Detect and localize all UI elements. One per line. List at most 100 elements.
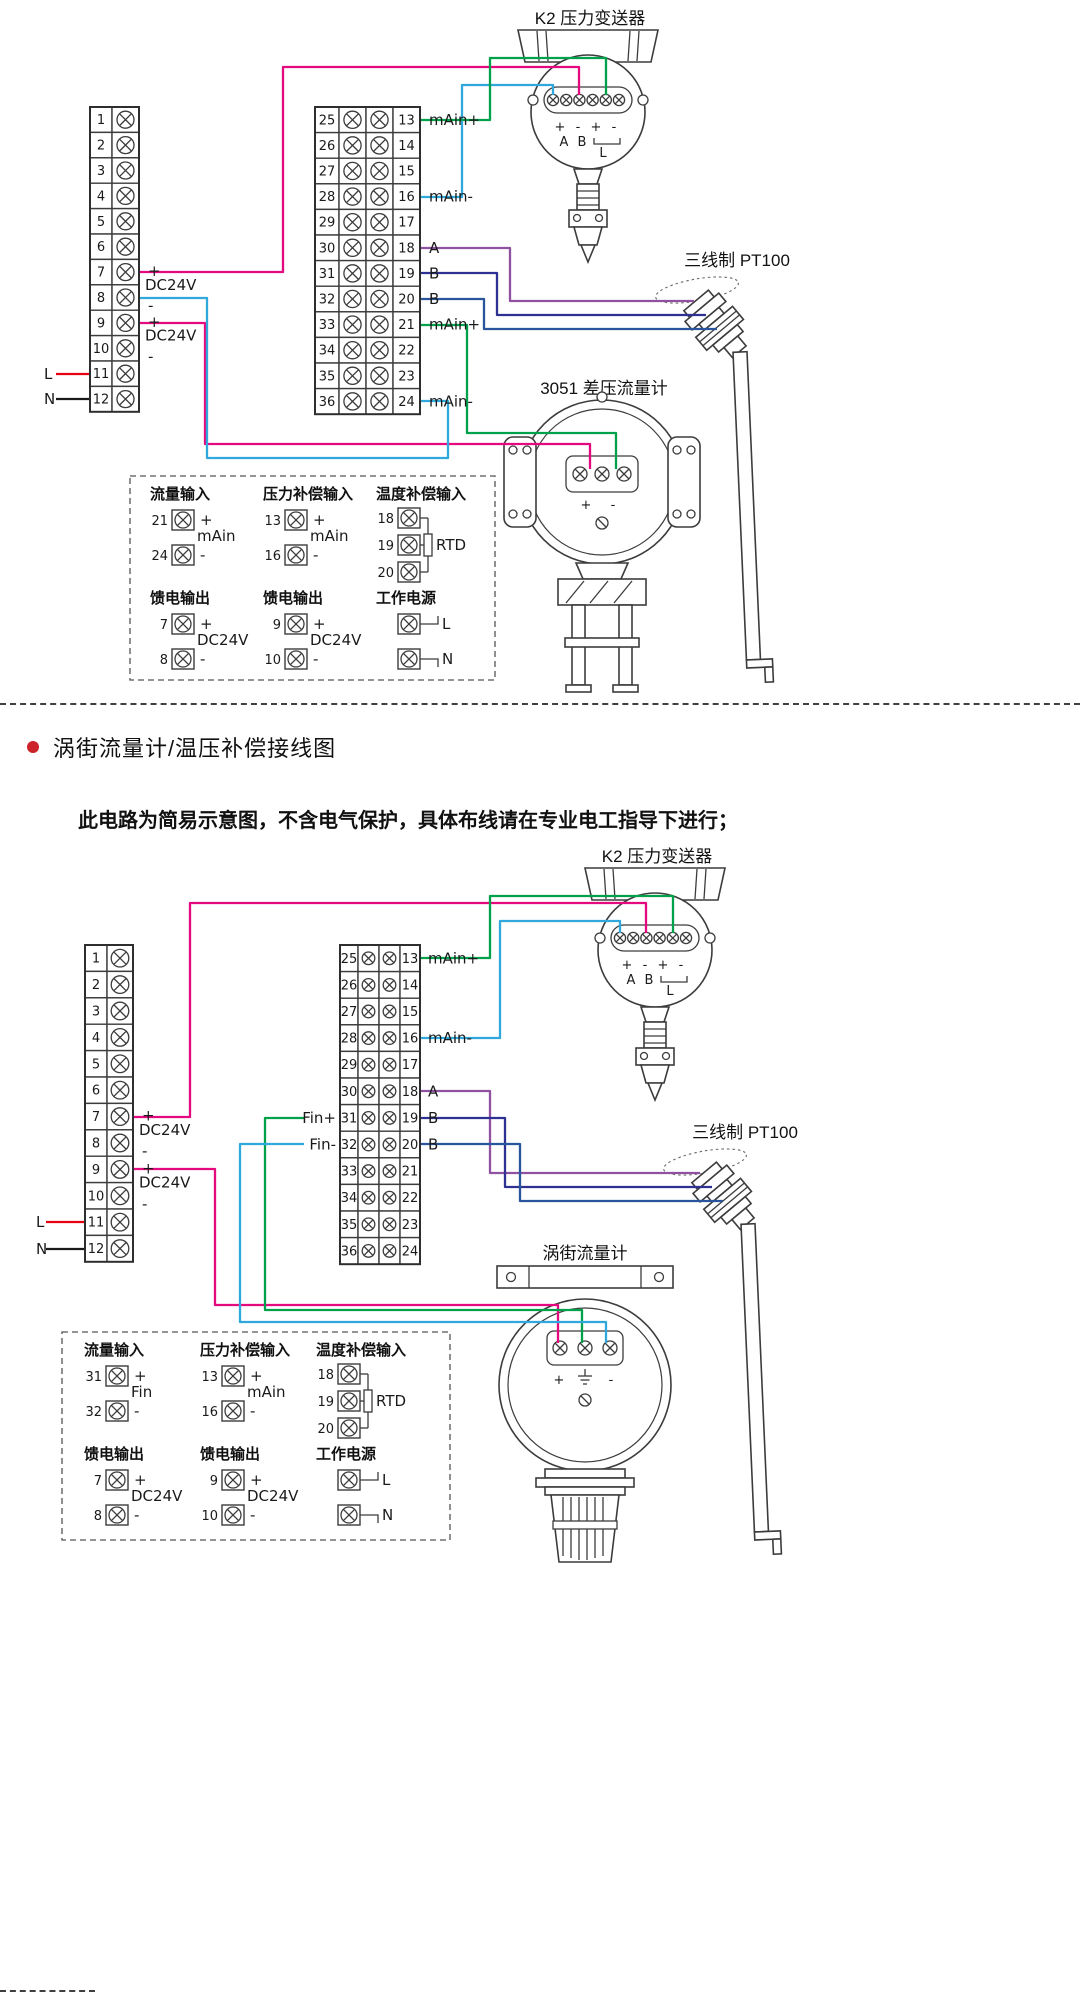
dp-minus-label: -: [611, 498, 616, 513]
vortex-plus-label: +: [554, 1373, 565, 1388]
legend-mid-label: DC24V: [310, 631, 362, 649]
vortex-wiring-diagram: 涡街流量计 + -: [36, 846, 799, 1563]
terminal-screw: [343, 212, 362, 232]
terminal-number: 36: [319, 395, 336, 410]
terminal-number: 3: [97, 164, 105, 179]
shape: [227, 1405, 239, 1417]
rtd-label: RTD: [376, 1392, 406, 1410]
terminal-screw: [224, 1506, 242, 1524]
terminal-screw: [382, 1110, 397, 1125]
terminal-screw: [552, 1340, 568, 1356]
terminal-number: 15: [398, 165, 415, 180]
wire-k2-to-main-minus: [419, 83, 555, 199]
dc-plus-label: +: [148, 262, 161, 280]
terminal-screw: [110, 1186, 130, 1206]
terminal-number: 14: [398, 139, 415, 154]
shape: [119, 215, 132, 228]
terminal-number: 14: [402, 978, 419, 993]
terminal-screw: [108, 1367, 126, 1385]
shape: [113, 1162, 127, 1176]
terminal-screw: [116, 237, 135, 256]
legend-terminal-suffix: -: [313, 650, 318, 668]
wire-k2-to-main-plus: [420, 894, 675, 960]
terminal-number: 19: [402, 1111, 419, 1126]
vortex-minus-label: -: [609, 1373, 614, 1388]
terminal-screw: [116, 339, 135, 358]
terminal-screw: [400, 536, 418, 554]
shape: [227, 1474, 239, 1486]
legend-terminal-number: 32: [85, 1405, 102, 1420]
terminal-screw: [577, 1340, 593, 1356]
shape: [343, 1422, 355, 1434]
row-label: mAin+: [429, 111, 480, 129]
rtd-label: RTD: [436, 536, 466, 554]
terminal-screw: [343, 238, 362, 258]
terminal-screw: [594, 466, 610, 482]
terminal-screw: [108, 1471, 126, 1489]
wire-pt100-a: [420, 1089, 700, 1175]
legend-terminal-suffix: +: [134, 1471, 147, 1489]
row-label: mAin-: [428, 1029, 472, 1047]
wire-dc24v-to-k2: [133, 901, 648, 1119]
wire-dc24v-to-vortex: [133, 1167, 560, 1343]
terminal-number: 19: [398, 267, 415, 282]
shape: [373, 318, 386, 331]
terminal-number: 33: [319, 318, 336, 333]
terminal-number: 36: [341, 1244, 358, 1259]
shape: [113, 1083, 127, 1097]
wire-dp-to-main-plus: [419, 323, 618, 469]
legend-group-title: 流量输入: [84, 1341, 144, 1359]
terminal-screw: [400, 650, 418, 668]
neutral-label: N: [44, 390, 55, 408]
dp-flowmeter-title: 3051 差压流量计: [540, 379, 668, 398]
terminal-number: 22: [402, 1191, 419, 1206]
row-label: B: [429, 264, 439, 282]
terminal-screw: [370, 340, 389, 360]
shape: [373, 215, 386, 229]
legend-terminal-suffix: +: [250, 1367, 263, 1385]
shape: [360, 1514, 379, 1523]
shape: [346, 267, 359, 280]
shape: [360, 1472, 379, 1481]
terminal-screw: [116, 135, 135, 155]
legend-group-title: 馈电输出: [199, 1445, 260, 1463]
terminal-screw: [340, 1419, 358, 1437]
wire-pt100-b1: [419, 271, 706, 317]
legend-terminal-number: 10: [201, 1509, 218, 1524]
terminal-screw: [343, 392, 362, 411]
terminal-screw: [343, 187, 362, 206]
terminal-screw: [287, 511, 305, 529]
vortex-flowmeter: 涡街流量计 + -: [496, 1244, 674, 1563]
legend-terminal-number: 16: [201, 1405, 218, 1420]
terminal-number: 28: [319, 190, 336, 205]
legend-terminal-suffix: +: [134, 1367, 147, 1385]
shape: [363, 1219, 374, 1230]
legend-terminal-number: 8: [94, 1509, 102, 1524]
shape: [290, 618, 302, 630]
terminal-screw: [370, 289, 389, 309]
shape: [363, 953, 374, 964]
terminal-number: 2: [97, 139, 105, 154]
dc-plus-label: +: [142, 1159, 155, 1177]
dc24v-label: DC24V: [145, 276, 197, 294]
shape: [113, 1215, 127, 1229]
dp-plus-label: +: [581, 498, 592, 513]
terminal-number: 31: [341, 1111, 358, 1126]
legend-terminal-number: 19: [377, 539, 394, 554]
legend: 流量输入21+mAin24-压力补偿输入13+mAin16-温度补偿输入1819…: [129, 475, 496, 681]
terminal-screw: [382, 951, 397, 966]
row-label: mAin-: [429, 392, 473, 410]
terminal-number: 22: [398, 344, 415, 359]
terminal-screw: [224, 1402, 242, 1420]
terminal-screw: [110, 1159, 130, 1179]
terminal-screw: [361, 1164, 376, 1179]
terminal-screw: [382, 1004, 397, 1019]
shape: [346, 139, 359, 152]
shape: [346, 241, 359, 255]
line-label: L: [44, 365, 53, 383]
